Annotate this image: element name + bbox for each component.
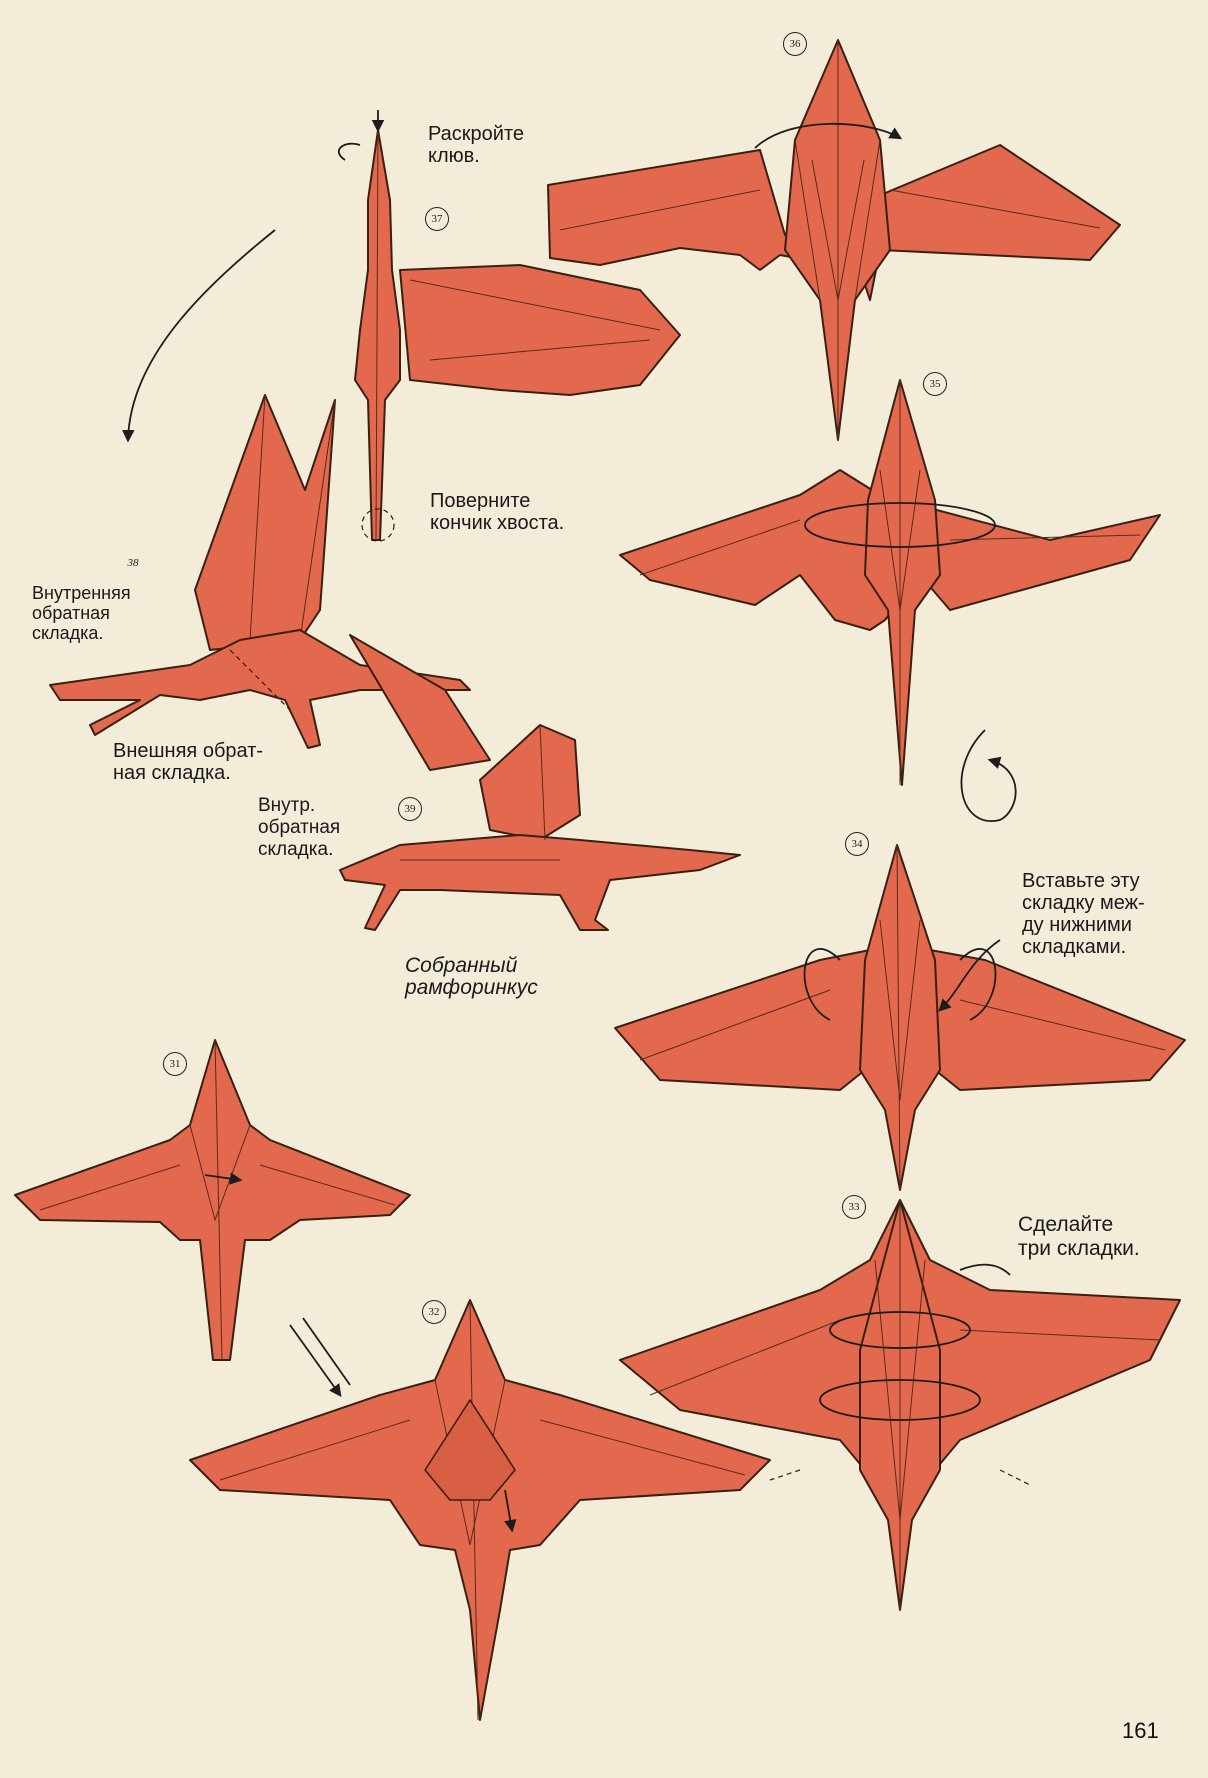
step-number-38: 38 — [127, 557, 139, 569]
page-number: 161 — [1122, 1718, 1159, 1743]
model-step-39 — [339, 634, 741, 931]
step-number-36: 36 — [783, 32, 807, 56]
label-assembled-model: Собранный рамфоринкус — [405, 954, 538, 999]
step-number-33: 33 — [842, 1195, 866, 1219]
step-number-37: 37 — [425, 207, 449, 231]
model-step-35 — [619, 379, 1161, 786]
model-step-38 — [49, 394, 471, 749]
model-step-33 — [619, 1199, 1181, 1611]
label-open-beak: Раскройте клюв. — [428, 123, 525, 167]
label-inside-reverse-fold: Внутренняя обратная складка. — [32, 583, 131, 643]
model-step-31 — [14, 1039, 411, 1361]
model-step-34 — [614, 844, 1186, 1191]
step-number-34: 34 — [845, 832, 869, 856]
label-three-folds: Сделайте три складки. — [1018, 1213, 1140, 1260]
model-step-36 — [547, 39, 1121, 441]
label-outside-reverse-fold: Внешняя обрат- ная складка. — [113, 740, 264, 784]
label-insert-fold: Вставьте эту складку меж- ду нижними скл… — [1022, 870, 1145, 958]
step-number-31: 31 — [163, 1052, 187, 1076]
step-number-32: 32 — [422, 1300, 446, 1324]
step-number-35: 35 — [923, 372, 947, 396]
model-step-37 — [338, 110, 681, 542]
label-turn-tail: Поверните кончик хвоста. — [430, 490, 565, 534]
step-number-39: 39 — [398, 797, 422, 821]
model-step-32 — [189, 1299, 771, 1721]
label-inside-reverse-fold-short: Внутр. обратная складка. — [258, 795, 341, 860]
